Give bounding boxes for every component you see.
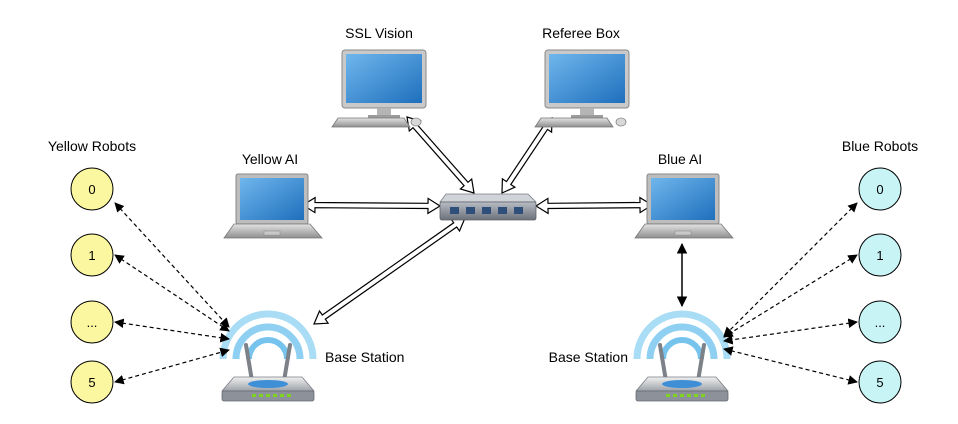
blue-robot-node-label: ... [875, 315, 886, 330]
antenna [244, 343, 254, 383]
blue-robot-link-2 [723, 318, 858, 345]
monitor-stand [580, 108, 594, 116]
antenna [696, 343, 706, 383]
router-logo [248, 380, 288, 388]
base-station-right-label: Base Station [549, 349, 628, 365]
switch-port [482, 207, 491, 214]
blue-robot-link-0 [723, 202, 858, 337]
referee-box-desktop [534, 49, 630, 128]
yellow-robot-node-label: 0 [88, 182, 95, 197]
base-station-right [633, 310, 731, 402]
led-row [666, 394, 705, 397]
blue-robot-node [858, 300, 902, 344]
network-switch [439, 193, 537, 221]
yellow-robot-link-3 [114, 347, 230, 385]
signal-wave [246, 337, 290, 360]
signal-wave [646, 323, 718, 360]
signal-wave [232, 323, 304, 360]
switch-port [498, 207, 507, 214]
keyboard [534, 117, 614, 128]
blue-robot-node [858, 167, 902, 211]
ssl-vision-label: SSL Vision [345, 25, 413, 41]
blue-robot-link-1 [723, 254, 858, 338]
switch-port [514, 207, 523, 214]
antenna [282, 343, 292, 383]
monitor-screen [549, 54, 625, 103]
blue-robot-node-label: 5 [876, 375, 883, 390]
yellow-ai-label: Yellow AI [242, 151, 298, 167]
keyboard [331, 117, 411, 128]
yellow-robot-nodes: 0 1... 5 [70, 167, 114, 404]
blue-ai-laptop [634, 173, 734, 239]
yellow-robots-label: Yellow Robots [48, 138, 136, 154]
referee-box-label: Referee Box [542, 25, 620, 41]
switch-top [439, 193, 537, 203]
ssl-vision-desktop [331, 49, 427, 128]
yellow-robot-node-label: ... [87, 315, 98, 330]
yellow-robot-node [70, 167, 114, 211]
switch-base-station-link [313, 217, 466, 325]
yellow-robot-node [70, 233, 114, 277]
blue-robot-node [858, 360, 902, 404]
blue-robot-link-3 [723, 346, 858, 385]
led-row [252, 394, 291, 397]
blue-robot-links [723, 202, 858, 385]
base-station-left [219, 310, 317, 402]
yellow-robot-link-0 [114, 202, 230, 328]
laptop-screen [240, 178, 304, 220]
yellow-robot-link-2 [114, 318, 230, 343]
monitor-base [571, 115, 603, 119]
yellow-robot-node [70, 300, 114, 344]
yellow-robot-node [70, 360, 114, 404]
signal-wave [660, 337, 704, 360]
laptop-trackpad [674, 230, 692, 236]
monitor-screen [346, 54, 422, 103]
yellow-robot-link-1 [114, 254, 230, 332]
antenna [658, 343, 668, 383]
referee-box-switch-link [501, 117, 553, 194]
yellow-ai-laptop [223, 173, 323, 239]
blue-robot-node-label: 0 [876, 182, 883, 197]
laptop-screen [651, 178, 715, 220]
switch-blue-ai-link [534, 196, 654, 215]
ssl-vision-switch-link [406, 116, 475, 194]
mouse-icon [615, 117, 627, 127]
blue-robot-node-label: 1 [876, 248, 883, 263]
switch-port [450, 207, 459, 214]
monitor-stand [377, 108, 391, 116]
base-station-left-label: Base Station [325, 349, 404, 365]
blue-ai-label: Blue AI [658, 151, 702, 167]
blue-robot-nodes: 0 1... 5 [858, 167, 902, 404]
yellow-robot-links [114, 202, 230, 385]
yellow-robot-node-label: 5 [88, 375, 95, 390]
switch-port [466, 207, 475, 214]
signal-wave [633, 310, 731, 360]
blue-robot-node [858, 233, 902, 277]
network-links [301, 116, 654, 325]
router-logo [662, 380, 702, 388]
mouse-icon [410, 117, 422, 127]
laptop-trackpad [263, 230, 281, 236]
blue-robots-label: Blue Robots [842, 138, 918, 154]
monitor-base [368, 115, 400, 119]
yellow-ai-switch-link [301, 196, 442, 215]
yellow-robot-node-label: 1 [88, 248, 95, 263]
